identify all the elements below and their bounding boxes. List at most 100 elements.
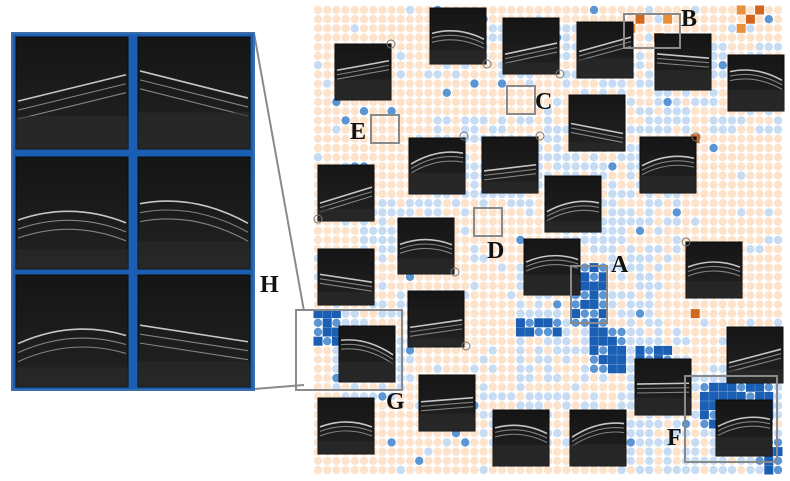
- embedding-cell: [488, 33, 497, 42]
- embedding-cell: [424, 465, 433, 475]
- embedding-cell: [488, 318, 497, 327]
- embedding-cell: [323, 235, 332, 245]
- embedding-cell: [589, 79, 599, 88]
- embedding-cell: [663, 318, 672, 327]
- embedding-cell: [442, 116, 451, 125]
- embedding-cell: [718, 134, 727, 143]
- embedding-cell: [313, 24, 323, 33]
- embedding-cell: [672, 456, 681, 465]
- embedding-cell: [589, 465, 599, 475]
- embedding-cell: [543, 153, 553, 162]
- embedding-cell: [553, 125, 562, 134]
- embedding-cell: [718, 382, 728, 392]
- embedding-cell: [608, 5, 617, 15]
- embedding-cell: [405, 42, 415, 51]
- embedding-cell: [534, 465, 543, 475]
- embedding-cell: [396, 125, 405, 134]
- embedding-cell: [332, 125, 341, 134]
- embedding-cell: [479, 88, 488, 98]
- embedding-cell: [387, 153, 396, 162]
- embedding-cell: [396, 116, 405, 125]
- embedding-cell: [387, 217, 396, 226]
- embedding-cell: [378, 217, 387, 226]
- embedding-cell: [773, 245, 783, 254]
- embedding-cell: [654, 107, 663, 116]
- embedding-cell: [737, 33, 746, 42]
- embedding-cell: [415, 5, 424, 15]
- embedding-cell: [470, 438, 479, 447]
- embedding-cell: [663, 429, 672, 438]
- embedding-cell: [405, 5, 415, 15]
- embedding-cell: [672, 199, 681, 208]
- embedding-cell: [663, 107, 672, 116]
- embedding-cell: [617, 263, 626, 272]
- embedding-cell: [718, 465, 727, 475]
- embedding-cell: [718, 33, 727, 42]
- embedding-cell: [672, 346, 681, 355]
- embedding-cell: [755, 309, 764, 318]
- embedding-cell: [488, 60, 497, 70]
- embedding-cell: [727, 162, 737, 171]
- embedding-cell: [415, 88, 424, 98]
- embedding-cell: [626, 318, 635, 327]
- embedding-cell: [718, 51, 727, 61]
- embedding-cell: [378, 162, 387, 171]
- embedding-cell: [507, 465, 516, 475]
- embedding-cell: [350, 465, 359, 475]
- embedding-cell: [727, 125, 737, 134]
- embedding-cell: [764, 465, 774, 475]
- embedding-cell: [497, 254, 507, 263]
- embedding-cell: [736, 5, 746, 15]
- embedding-cell: [626, 88, 635, 98]
- embedding-cell: [543, 337, 553, 346]
- embedding-cell: [387, 24, 396, 33]
- embedding-cell: [589, 272, 599, 281]
- embedding-cell: [323, 24, 332, 33]
- embedding-cell: [323, 346, 332, 355]
- embedding-cell: [313, 226, 323, 235]
- embedding-cell: [387, 429, 396, 438]
- embedding-cell: [645, 419, 654, 429]
- embedding-cell: [313, 33, 323, 42]
- embedding-cell: [718, 24, 727, 33]
- embedding-cell: [479, 291, 488, 300]
- embedding-cell: [516, 281, 525, 291]
- embedding-cell: [654, 291, 663, 300]
- embedding-cell: [479, 327, 488, 337]
- embedding-cell: [654, 125, 663, 134]
- embedding-cell: [359, 318, 369, 327]
- embedding-cell: [589, 245, 599, 254]
- embedding-cell: [709, 134, 718, 143]
- embedding-cell: [378, 401, 387, 410]
- embedding-cell: [313, 153, 323, 162]
- embedding-cell: [746, 5, 755, 15]
- embedding-cell: [635, 465, 645, 475]
- embedding-cell: [709, 318, 718, 327]
- embedding-cell: [737, 134, 746, 143]
- embedding-cell: [461, 116, 470, 125]
- embedding-cell: [645, 125, 654, 134]
- embedding-cell: [681, 5, 691, 15]
- embedding-cell: [727, 134, 737, 143]
- embedding-cell: [516, 5, 525, 15]
- embedding-cell: [461, 438, 470, 447]
- embedding-cell: [442, 88, 451, 98]
- embedding-cell: [387, 5, 396, 15]
- embedding-cell: [424, 116, 433, 125]
- embedding-cell: [681, 327, 691, 337]
- embedding-cell: [709, 162, 718, 171]
- embedding-cell: [645, 88, 654, 98]
- embedding-cell: [764, 162, 773, 171]
- embedding-cell: [773, 272, 783, 281]
- embedding-cell: [635, 42, 645, 51]
- embedding-cell: [497, 300, 507, 309]
- embedding-cell: [617, 300, 626, 309]
- embedding-cell: [378, 429, 387, 438]
- embedding-cell: [727, 33, 737, 42]
- embedding-cell: [387, 15, 396, 24]
- embedding-cell: [617, 162, 626, 171]
- embedding-cell: [341, 134, 350, 143]
- embedding-cell: [369, 107, 378, 116]
- embedding-cell: [451, 116, 461, 125]
- embedding-cell: [635, 263, 645, 272]
